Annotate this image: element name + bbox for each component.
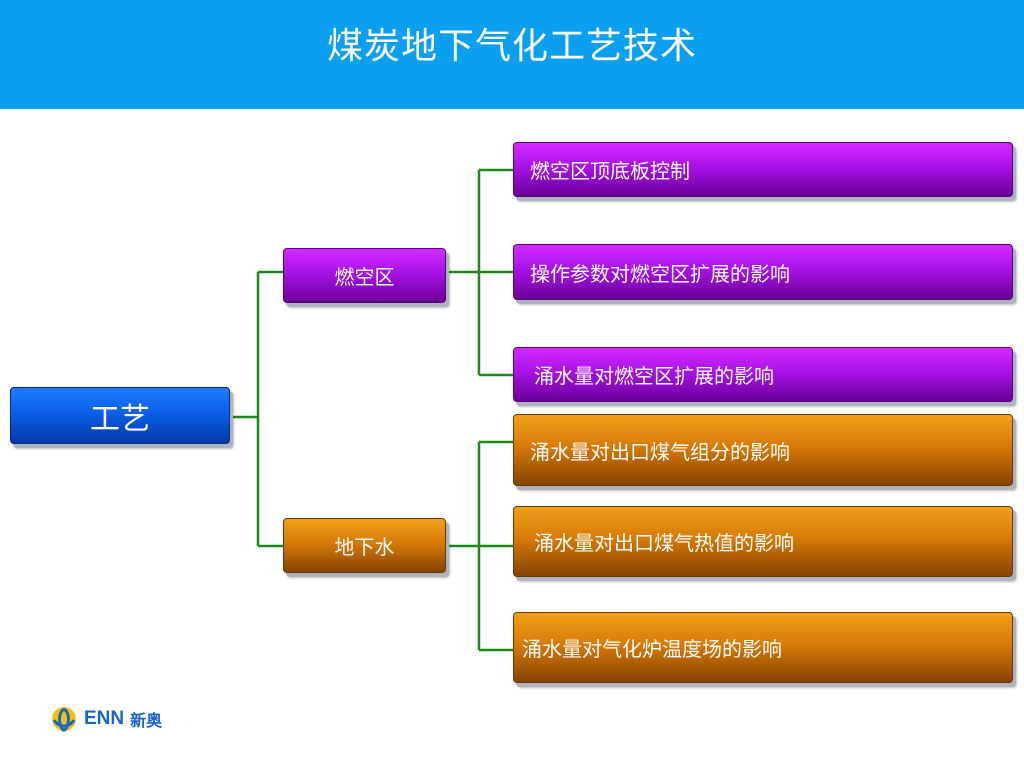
leaf-node: 涌水量对燃空区扩展的影响 [513,347,1013,402]
enn-sun-logo-icon [52,707,76,733]
page-title: 煤炭地下气化工艺技术 [326,25,697,67]
leaf-label: 涌水量对出口煤气热值的影响 [534,531,794,555]
leaf-node: 操作参数对燃空区扩展的影响 [513,244,1013,300]
root-node: 工艺 [10,387,230,444]
leaf-label: 涌水量对出口煤气组分的影响 [530,439,790,464]
logo-text: ENN [84,708,125,729]
company-logo: ENN 新奥 [50,703,162,735]
root-label: 工艺 [90,401,150,437]
leaf-node: 涌水量对出口煤气组分的影响 [513,414,1013,486]
leaf-node: 燃空区顶底板控制 [513,142,1013,197]
leaf-label: 燃空区顶底板控制 [530,159,690,183]
leaf-node: 涌水量对出口煤气热值的影响 [513,506,1013,577]
branch-label: 燃空区 [334,265,395,289]
leaf-label: 操作参数对燃空区扩展的影响 [530,261,790,286]
branch-label: 地下水 [334,535,395,559]
leaf-label: 涌水量对燃空区扩展的影响 [534,364,774,388]
title-bar: 煤炭地下气化工艺技术 [0,0,1024,109]
leaf-node: 涌水量对气化炉温度场的影响 [513,612,1013,683]
logo-text-cn: 新奥 [130,711,163,730]
branch-node-burn-cavity: 燃空区 [283,248,446,303]
leaf-label: 涌水量对气化炉温度场的影响 [522,637,782,661]
branch-node-groundwater: 地下水 [283,518,446,573]
